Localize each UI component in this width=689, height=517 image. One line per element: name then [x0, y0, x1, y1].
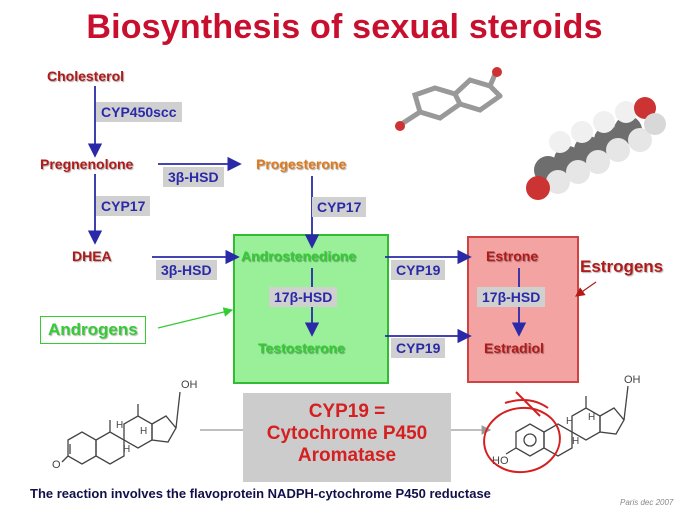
molecule-pregnenolone: Pregnenolone — [40, 156, 134, 172]
cyp19-definition-line1: CYP19 = — [308, 401, 386, 422]
androgens-label: Androgens — [40, 316, 146, 344]
structure-label-h2: H — [140, 426, 147, 437]
enzyme-cyp19-bottom: CYP19 — [391, 338, 446, 358]
enzyme-cyp450scc: CYP450scc — [96, 102, 182, 122]
molecule-estradiol: Estradiol — [484, 340, 544, 356]
structure-label-oh2: OH — [624, 374, 641, 386]
structure-label-h3: H — [123, 444, 130, 455]
structure-label-h4: H — [588, 412, 595, 423]
enzyme-17b-hsd-androgen: 17β-HSD — [269, 287, 338, 307]
molecule-progesterone: Progesterone — [256, 156, 347, 172]
cyp19-definition-box: CYP19 = Cytochrome P450 Aromatase — [243, 393, 451, 482]
aromatic-cross — [504, 391, 549, 417]
structure-label-h1: H — [116, 420, 123, 431]
estrogens-label: Estrogens — [580, 257, 664, 276]
molecule-androstenedione: Androstenedione — [241, 248, 357, 264]
enzyme-3b-hsd-dhea: 3β-HSD — [156, 260, 217, 280]
estradiol-structure — [505, 385, 629, 457]
steroid-stick-model — [397, 69, 503, 128]
testosterone-structure — [61, 391, 181, 465]
cyp19-definition-line2: Cytochrome P450 — [266, 423, 428, 444]
arrow-androgens-label — [157, 307, 234, 329]
molecule-testosterone: Testosterone — [258, 340, 345, 356]
arrow-estrogens-label — [575, 281, 597, 297]
structure-label-oh: OH — [181, 379, 198, 391]
molecule-estrone: Estrone — [486, 248, 539, 264]
androgen-box — [233, 234, 389, 384]
footer-note: The reaction involves the flavoprotein N… — [30, 486, 491, 501]
page-title: Biosynthesis of sexual steroids — [86, 8, 603, 46]
structure-label-h6: H — [572, 436, 579, 447]
structure-label-ho: HO — [492, 455, 509, 467]
enzyme-cyp19-top: CYP19 — [391, 260, 446, 280]
aromatic-ring-highlight — [483, 406, 561, 474]
steroid-space-filling-model — [526, 97, 666, 200]
enzyme-17b-hsd-estrogen: 17β-HSD — [477, 287, 546, 307]
enzyme-3b-hsd-pregnenolone: 3β-HSD — [163, 167, 224, 187]
structure-label-o: O — [52, 459, 61, 471]
enzyme-cyp17-left: CYP17 — [96, 196, 151, 216]
molecule-dhea: DHEA — [72, 248, 112, 264]
estrogen-box — [467, 236, 579, 383]
credit-text: Paris dec 2007 — [620, 498, 674, 507]
structure-label-h5: H — [566, 416, 573, 427]
enzyme-cyp17-right: CYP17 — [312, 197, 367, 217]
molecule-cholesterol: Cholesterol — [47, 68, 125, 84]
cyp19-definition-line3: Aromatase — [297, 445, 397, 466]
